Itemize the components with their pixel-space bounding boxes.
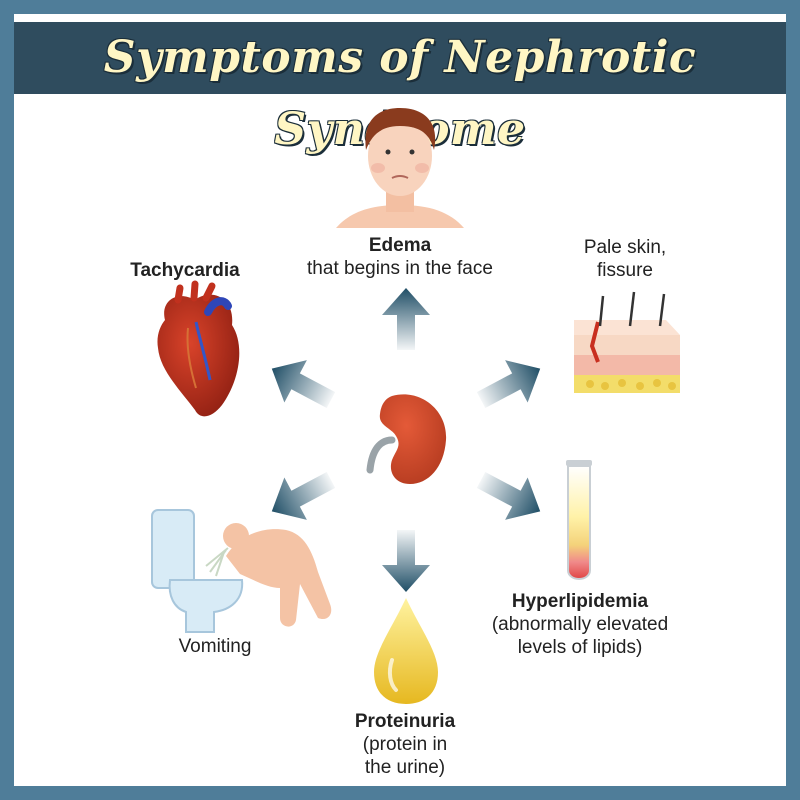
hyperlipidemia-name: Hyperlipidemia [511,591,649,612]
arrow-upper-right [476,360,541,409]
toilet-vomiting-icon [151,509,332,633]
skin-layers-icon [574,291,680,393]
edema-name: Edema [368,235,432,256]
hyperlipidemia-line1: (abnormally elevated [491,614,669,635]
tachycardia-label: Tachycardia [110,259,260,282]
proteinuria-label: Proteinuria (protein in the urine) [330,710,480,779]
hyperlipidemia-line2: levels of lipids) [517,637,643,658]
pale-skin-line2: fissure [597,260,653,281]
arrow-lower-right [476,471,541,520]
edema-detail: that begins in the face [307,258,493,279]
title-bar [14,22,786,94]
tachycardia-name: Tachycardia [130,260,240,281]
arrows [271,288,541,592]
proteinuria-line2: the urine) [364,757,446,778]
test-tube-icon [566,460,592,580]
proteinuria-line1: (protein in [362,734,448,755]
face-icon [336,108,464,228]
edema-label: Edema that begins in the face [290,234,510,280]
heart-icon [157,280,240,417]
vomiting-label: Vomiting [150,635,280,658]
arrow-up [382,288,430,350]
arrow-upper-left [271,360,336,409]
kidney-icon [366,394,447,484]
pale-skin-line1: Pale skin, [583,237,667,258]
pale-skin-label: Pale skin, fissure [560,236,690,282]
proteinuria-name: Proteinuria [354,711,456,732]
vomiting-name: Vomiting [178,636,252,657]
urine-drop-icon [374,598,438,704]
arrow-down [382,530,430,592]
arrow-lower-left [271,471,336,520]
hyperlipidemia-label: Hyperlipidemia (abnormally elevated leve… [470,590,690,659]
